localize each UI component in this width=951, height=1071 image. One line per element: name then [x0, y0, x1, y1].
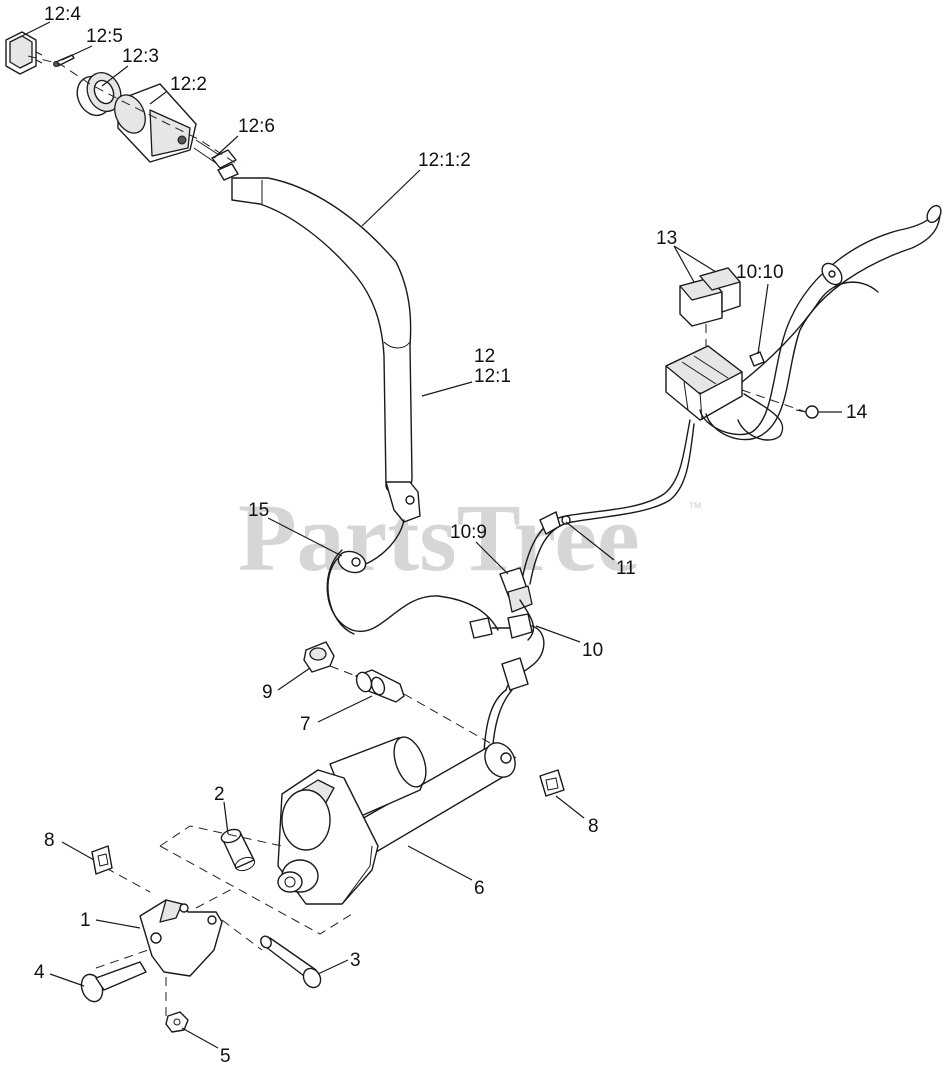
- bushing-dash-line: [329, 665, 357, 677]
- callout-9: 9: [262, 682, 273, 703]
- mounting-screw[interactable]: [795, 405, 819, 419]
- rod-dash-line: [221, 919, 263, 951]
- watermark-trademark: ™: [688, 499, 702, 515]
- callout-5: 5: [220, 1046, 231, 1067]
- callout-2: 2: [214, 784, 225, 805]
- spacer-tube[interactable]: [220, 827, 257, 873]
- callout-1: 1: [80, 910, 91, 931]
- relay-pair[interactable]: [679, 267, 741, 327]
- callout-8-right: 8: [588, 816, 599, 837]
- callout-10-10: 10:10: [736, 262, 784, 283]
- callout-15: 15: [248, 500, 269, 521]
- callout-11: 11: [616, 558, 636, 579]
- callout-14: 14: [846, 402, 868, 423]
- assembly-dash-line: [27, 55, 241, 167]
- retaining-clip-left[interactable]: [91, 845, 113, 875]
- pivot-rod[interactable]: [259, 934, 324, 990]
- callout-3: 3: [350, 950, 361, 971]
- carriage-bolt[interactable]: [78, 961, 147, 1005]
- harness-sleeve[interactable]: [231, 177, 421, 523]
- callout-6: 6: [474, 878, 485, 899]
- callout-10-9: 10:9: [450, 522, 487, 543]
- hex-nut[interactable]: [165, 1011, 189, 1033]
- callout-12-1: 12:1: [474, 366, 511, 387]
- rocker-switch[interactable]: [5, 31, 43, 75]
- main-wire-run[interactable]: [521, 419, 695, 585]
- clevis-pin[interactable]: [354, 669, 405, 703]
- callout-13: 13: [656, 228, 677, 249]
- connector-cluster[interactable]: [469, 567, 545, 691]
- callout-12-3: 12:3: [122, 46, 159, 67]
- callout-7: 7: [300, 714, 311, 735]
- leader-lines: [21, 21, 842, 1049]
- callout-10: 10: [582, 640, 603, 661]
- callout-8-left: 8: [44, 830, 55, 851]
- harness-wire[interactable]: [326, 549, 499, 635]
- screw-dash-line: [741, 389, 807, 413]
- mounting-bracket[interactable]: [139, 899, 223, 977]
- bushing[interactable]: [303, 641, 335, 673]
- bracket-dash-line: [195, 887, 235, 909]
- linear-actuator[interactable]: [277, 733, 521, 905]
- terminal-connectors[interactable]: [211, 149, 239, 181]
- watermark-text: PartsTree: [238, 484, 640, 591]
- fuse-block-wires[interactable]: [699, 203, 944, 441]
- small-fuse[interactable]: [749, 351, 765, 367]
- bracket-dash-box: [159, 825, 353, 935]
- callout-12-2: 12:2: [170, 74, 207, 95]
- callout-12-5: 12:5: [86, 26, 123, 47]
- callout-12: 12: [474, 346, 495, 367]
- retaining-clip-right[interactable]: [539, 769, 565, 797]
- callout-labels: 12:4 12:5 12:3 12:2 12:6 12:1:2 12 12:1 …: [34, 4, 868, 1067]
- callout-12-6: 12:6: [238, 116, 275, 137]
- callout-12-1-2: 12:1:2: [418, 150, 471, 171]
- clip-dash-line: [105, 867, 151, 893]
- callout-12-4: 12:4: [44, 4, 81, 25]
- switch-housing[interactable]: [109, 83, 231, 171]
- fuse-block[interactable]: [665, 345, 743, 421]
- bolt-dash-line: [95, 947, 155, 969]
- small-screw[interactable]: [53, 54, 75, 67]
- callout-4: 4: [34, 962, 45, 983]
